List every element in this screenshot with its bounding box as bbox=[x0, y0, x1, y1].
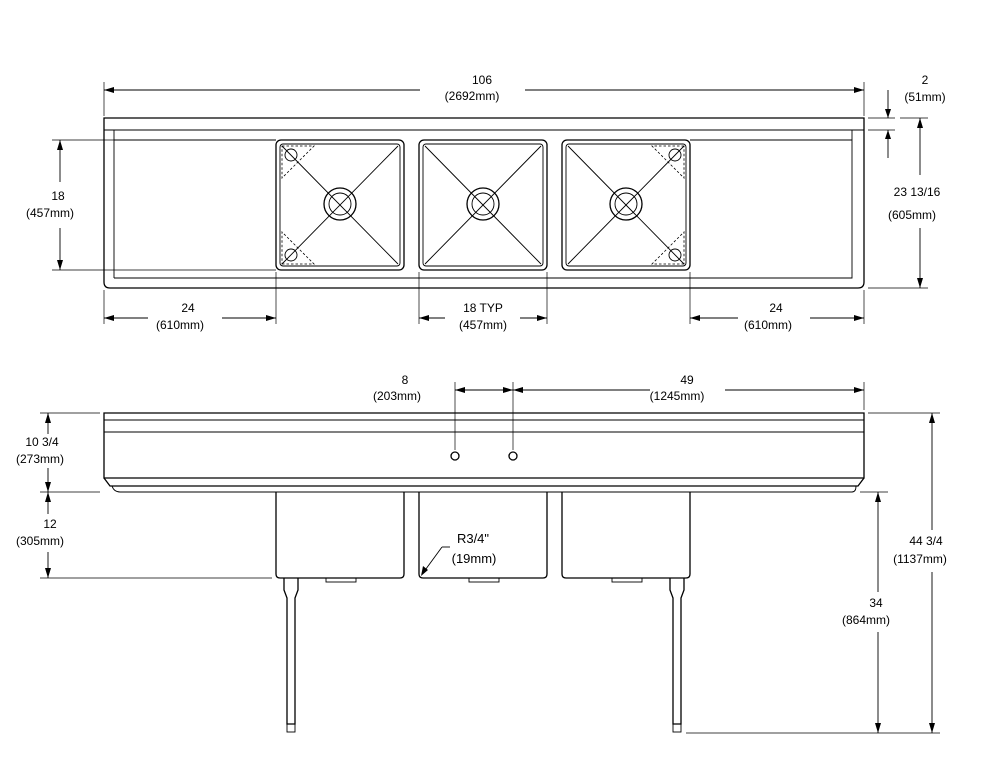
dim-backsplash: 2 (51mm) bbox=[868, 73, 946, 158]
dim-rim-height-metric: (864mm) bbox=[842, 613, 890, 627]
dim-bowl-front-back-metric: (457mm) bbox=[26, 206, 74, 220]
leg-left bbox=[283, 578, 299, 733]
bowl-3-top bbox=[561, 139, 691, 271]
dim-left-drainboard-value: 24 bbox=[181, 301, 195, 315]
dim-left-drainboard-metric: (610mm) bbox=[156, 318, 204, 332]
dim-faucet-spacing-metric: (203mm) bbox=[373, 389, 421, 403]
dim-overall-height: 44 3/4 (1137mm) bbox=[868, 412, 947, 733]
top-view: 106 (2692mm) 2 (51mm) 23 13/16 (605mm) bbox=[26, 73, 946, 332]
leg-right bbox=[669, 578, 685, 733]
dim-overall-length-value: 106 bbox=[472, 73, 492, 87]
dim-right-drainboard-value: 24 bbox=[769, 301, 783, 315]
dim-overall-height-metric: (1137mm) bbox=[893, 552, 947, 566]
dim-backsplash-value: 2 bbox=[922, 73, 929, 87]
bowl-1-top bbox=[275, 139, 405, 271]
dim-overall-depth-value: 23 13/16 bbox=[894, 185, 941, 199]
bowl-2-top bbox=[418, 139, 548, 271]
front-splash-outline bbox=[103, 412, 865, 479]
top-outline bbox=[103, 117, 865, 289]
dim-splash-height-value: 10 3/4 bbox=[25, 435, 59, 449]
dim-backsplash-metric: (51mm) bbox=[904, 90, 945, 104]
front-rim bbox=[103, 477, 865, 487]
dim-splash-height: 10 3/4 (273mm) bbox=[16, 412, 100, 493]
dim-overall-length-metric: (2692mm) bbox=[445, 89, 500, 103]
dim-right-drainboard-metric: (610mm) bbox=[744, 318, 792, 332]
dim-right-drainboard: 24 (610mm) bbox=[689, 272, 865, 332]
faucet-hole-right bbox=[508, 451, 518, 461]
bowl-3-front bbox=[561, 492, 691, 579]
dim-overall-height-value: 44 3/4 bbox=[909, 534, 943, 548]
faucet-hole-left bbox=[450, 451, 460, 461]
dim-faucet-offset: 49 (1245mm) bbox=[513, 373, 865, 410]
dim-splash-height-metric: (273mm) bbox=[16, 452, 64, 466]
dim-overall-length: 106 (2692mm) bbox=[103, 73, 865, 116]
bowl-1-front bbox=[275, 492, 405, 579]
callout-corner-radius-metric: (19mm) bbox=[452, 551, 497, 566]
dim-faucet-spacing: 8 (203mm) bbox=[373, 373, 514, 450]
dim-faucet-spacing-value: 8 bbox=[402, 373, 409, 387]
dim-rim-height-value: 34 bbox=[869, 596, 883, 610]
front-view: 8 (203mm) 49 (1245mm) 10 3/4 (273mm) bbox=[16, 373, 947, 734]
dim-overall-depth: 23 13/16 (605mm) bbox=[868, 117, 941, 289]
dim-bowl-depth-metric: (305mm) bbox=[16, 534, 64, 548]
dim-bowl-depth-value: 12 bbox=[43, 517, 57, 531]
dim-bowl-width: 18 TYP (457mm) bbox=[418, 272, 548, 332]
dim-faucet-offset-metric: (1245mm) bbox=[650, 389, 705, 403]
drainboard-outline bbox=[113, 139, 853, 279]
dim-faucet-offset-value: 49 bbox=[680, 373, 694, 387]
dim-bowl-depth: 12 (305mm) bbox=[16, 492, 272, 579]
dim-bowl-width-value: 18 TYP bbox=[463, 301, 503, 315]
dim-overall-depth-metric: (605mm) bbox=[888, 208, 936, 222]
callout-corner-radius: R3/4" (19mm) bbox=[421, 531, 496, 576]
dim-rim-height: 34 (864mm) bbox=[686, 491, 940, 734]
callout-corner-radius-value: R3/4" bbox=[457, 531, 489, 546]
dim-bowl-front-back-value: 18 bbox=[51, 189, 65, 203]
dim-bowl-width-metric: (457mm) bbox=[459, 318, 507, 332]
dim-left-drainboard: 24 (610mm) bbox=[103, 272, 277, 332]
dim-bowl-front-back: 18 (457mm) bbox=[26, 139, 276, 271]
